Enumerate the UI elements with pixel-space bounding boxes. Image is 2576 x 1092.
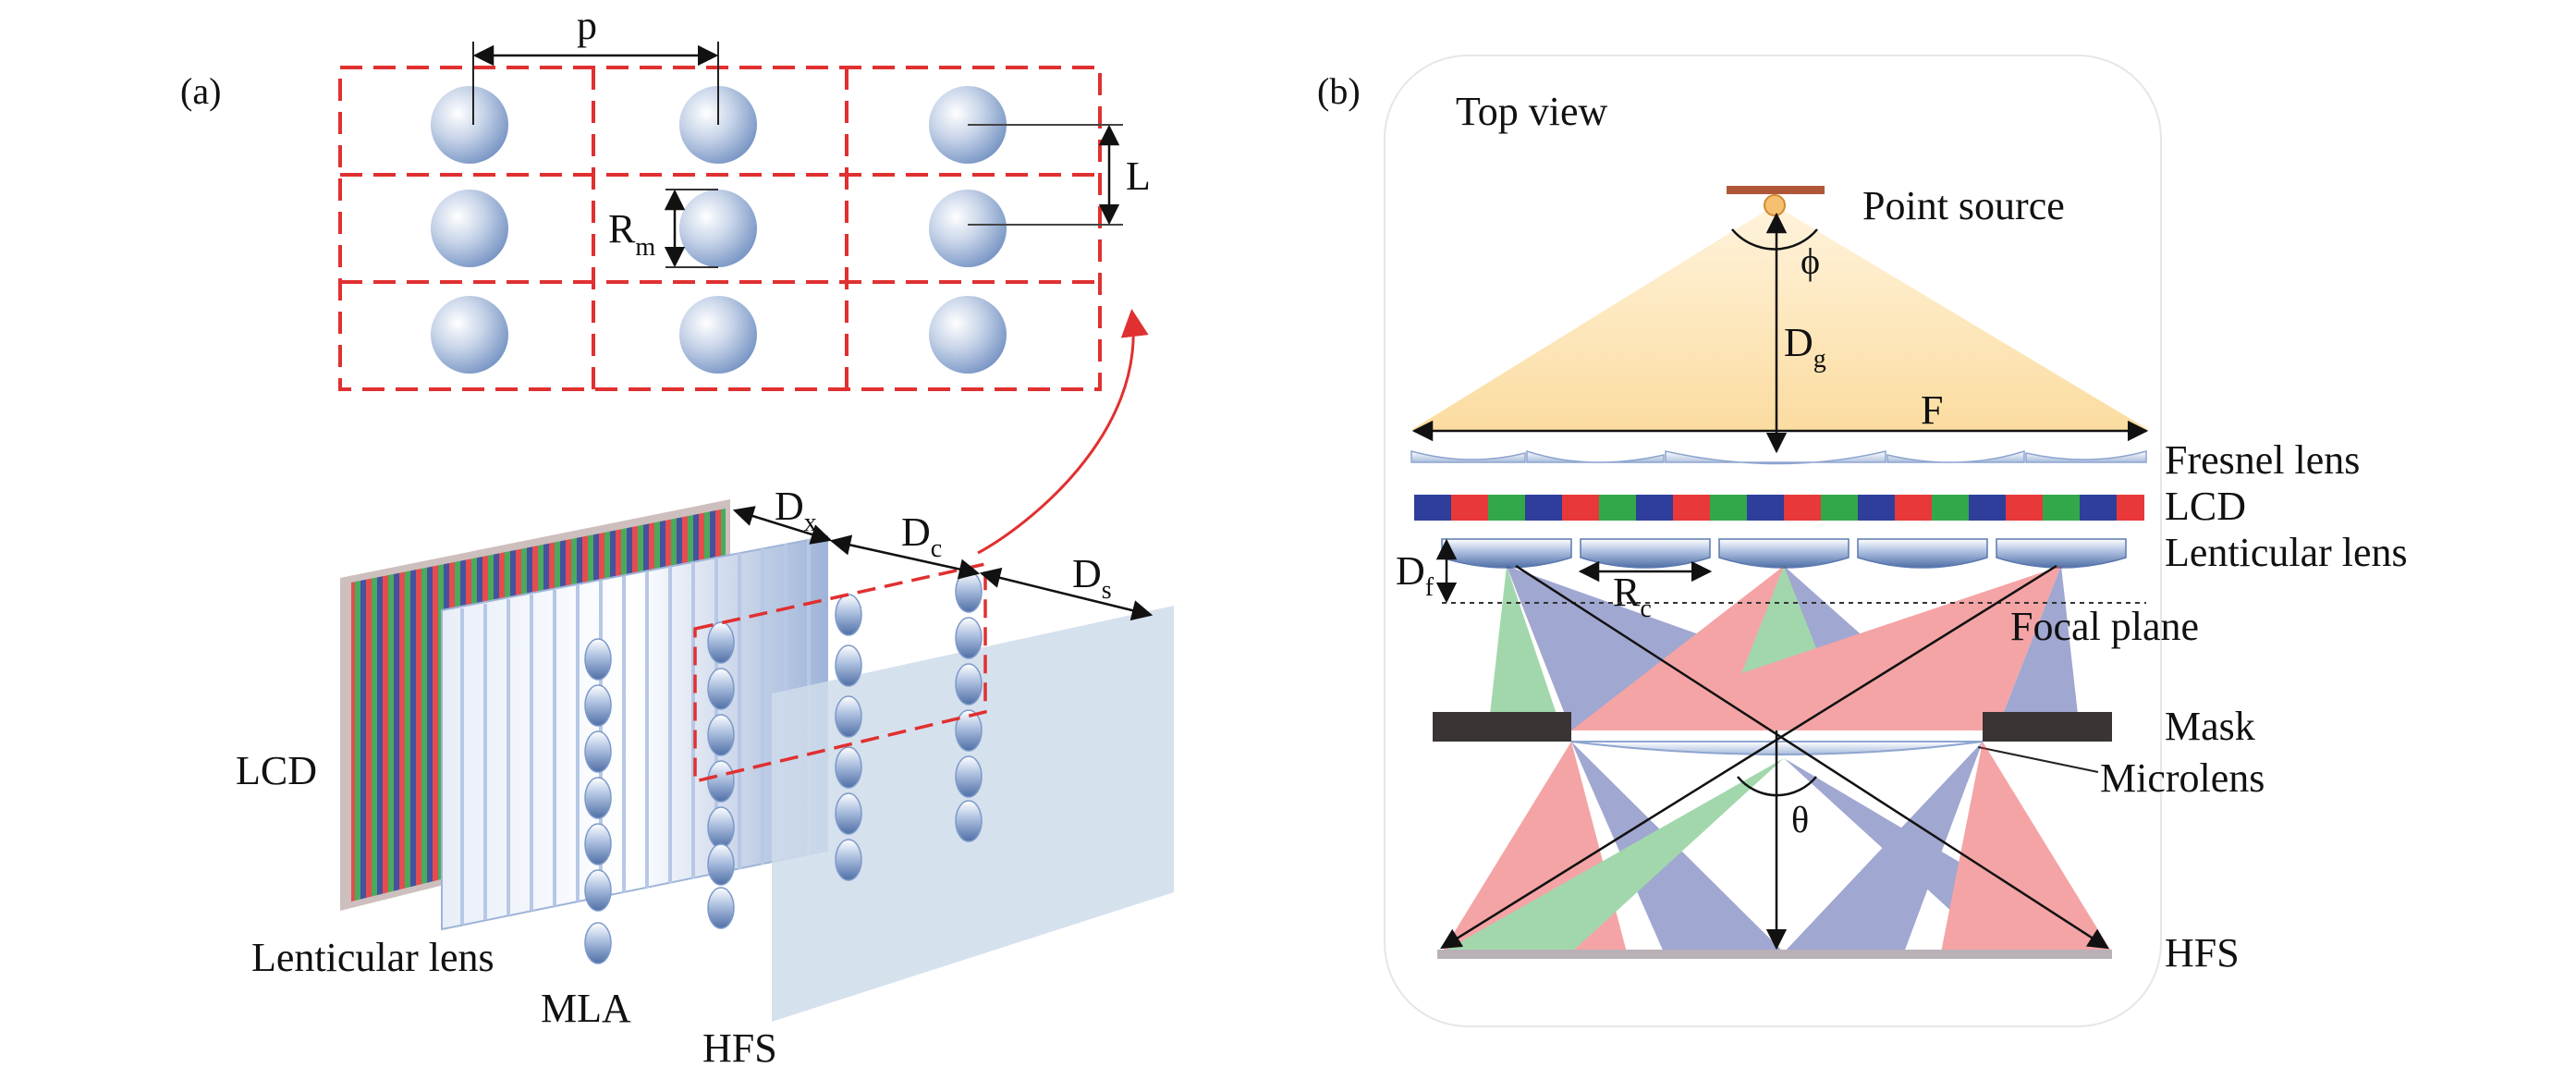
- point-source-label: Point source: [1862, 183, 2065, 228]
- f-label: F: [1921, 387, 1943, 433]
- microlens-disk: [929, 296, 1007, 374]
- microlens-leader: [1977, 746, 2099, 773]
- rc-label: Rc: [1613, 570, 1652, 623]
- hfs-b-label: HFS: [2165, 930, 2240, 975]
- theta-arc: [1737, 776, 1817, 797]
- length-label: L: [1126, 153, 1151, 199]
- top-view-title: Top view: [1456, 89, 1608, 134]
- phi-label: ϕ: [1801, 240, 1820, 282]
- fresnel-label: Fresnel lens: [2165, 437, 2360, 483]
- mask-left: [1433, 712, 1571, 742]
- panel-a: (a) p L: [180, 3, 1174, 1071]
- hfs-label: HFS: [702, 1025, 777, 1071]
- microlens-disk: [679, 296, 757, 374]
- panel-b: (b) Top view Point source ϕ Dg F Fresnel…: [1317, 55, 2408, 1027]
- lower-beams: [1442, 742, 2112, 952]
- dc-dimension: [829, 534, 981, 580]
- lcd-stripe: [1414, 495, 2144, 521]
- microlens-label: Microlens: [2100, 755, 2265, 801]
- point-source: [1764, 194, 1786, 216]
- beam-fans: [1488, 566, 2080, 730]
- microlens-disk: [431, 296, 508, 374]
- mla-columns: [584, 571, 983, 964]
- point-source-bar: [1727, 186, 1825, 194]
- dx-dimension: [732, 506, 833, 545]
- focal-plane-label: Focal plane: [2010, 604, 2199, 649]
- hfs-bar: [1437, 950, 2112, 959]
- mask-label: Mask: [2165, 704, 2255, 749]
- dg-label: Dg: [1784, 320, 1826, 374]
- microlens-disk: [679, 190, 757, 267]
- dx-label: Dx: [775, 484, 817, 537]
- microlens-grid: p L Rm: [338, 3, 1151, 391]
- lcd-b-label: LCD: [2165, 484, 2246, 529]
- radius-label: Rm: [608, 206, 655, 262]
- lenticular-cylinders: [1441, 538, 2127, 569]
- mask-right: [1983, 712, 2112, 742]
- lenticular-label: Lenticular lens: [251, 935, 494, 980]
- microlens-disk: [431, 190, 508, 267]
- pitch-label: p: [577, 3, 597, 48]
- zoom-arrow: [977, 309, 1149, 555]
- dc-label: Dc: [901, 509, 942, 563]
- microlens-disk: [431, 86, 508, 164]
- grid-border: [338, 66, 1102, 391]
- lcd-label: LCD: [236, 748, 317, 793]
- df-label: Df: [1396, 548, 1435, 602]
- optical-assembly-3d: Dx Dc Ds: [340, 484, 1174, 1022]
- ds-label: Ds: [1072, 551, 1112, 605]
- fresnel-lens: [1410, 449, 2147, 465]
- principal-rays: [1440, 564, 2109, 951]
- mla-label: MLA: [541, 986, 631, 1031]
- lenticular-b-label: Lenticular lens: [2165, 530, 2408, 575]
- microlens-disk: [929, 190, 1007, 267]
- theta-label: θ: [1791, 799, 1809, 840]
- ds-dimension: [979, 567, 1154, 621]
- unit-cell-outline: [693, 561, 987, 784]
- panel-a-label: (a): [180, 70, 221, 112]
- panel-b-label: (b): [1317, 70, 1361, 112]
